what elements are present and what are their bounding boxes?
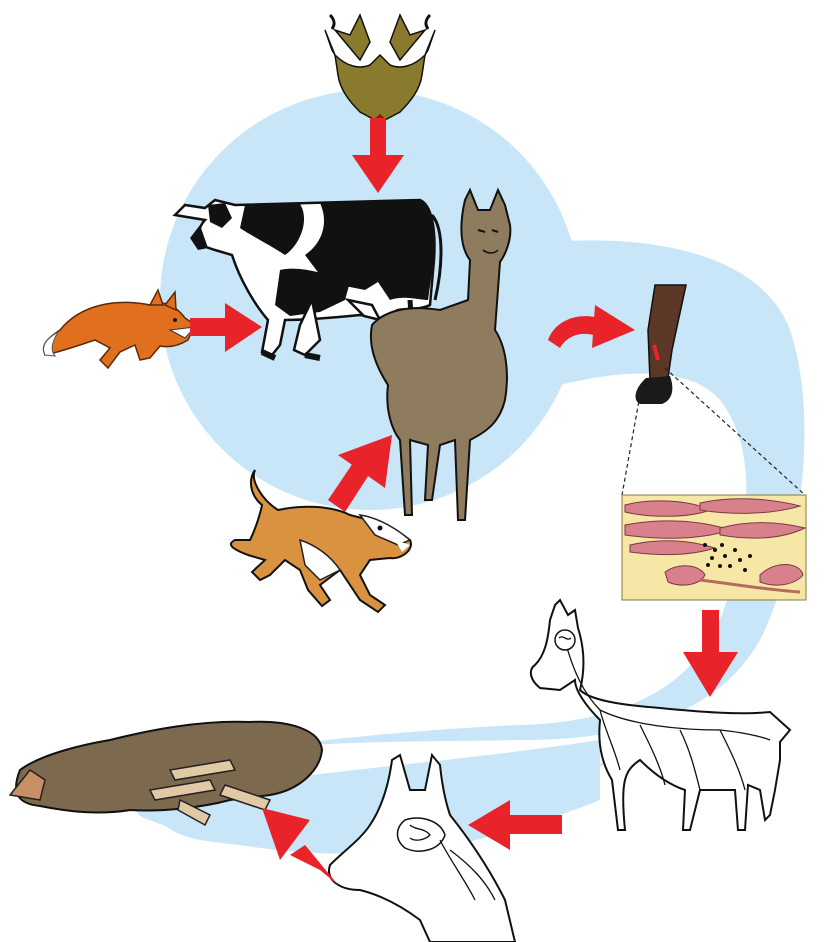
muscle-tissue-virus-icon xyxy=(622,495,806,600)
